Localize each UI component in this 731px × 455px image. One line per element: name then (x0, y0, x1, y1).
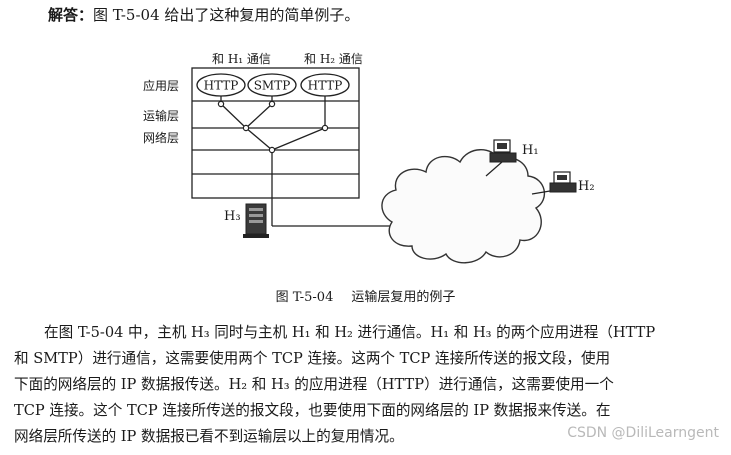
answer-label: 解答： (48, 6, 94, 24)
figure-number: 图 T-5-04 (275, 290, 334, 305)
network-cloud (381, 149, 546, 264)
body-paragraph: 在图 T-5-04 中，主机 H₃ 同时与主机 H₁ 和 H₂ 进行通信。H₁ … (14, 320, 714, 450)
figure-caption: 图 T-5-04 运输层复用的例子 (0, 286, 731, 305)
app-process-smtp: SMTP (247, 73, 297, 97)
process-label-smtp: SMTP (254, 79, 291, 93)
multiplexing-nodes (217, 100, 329, 154)
answer-intro-text: 图 T-5-04 给出了这种复用的简单例子。 (93, 6, 360, 24)
label-communicate-h2: 和 H₂ 通信 (304, 52, 363, 66)
paragraph-line: TCP 连接。这个 TCP 连接所传送的报文段，也要使用下面的网络层的 IP 数… (14, 402, 611, 419)
source-watermark: CSDN @DiliLearngent (567, 425, 719, 441)
host-h2-label: H₂ (578, 179, 595, 194)
paragraph-line: 下面的网络层的 IP 数据报传送。H₂ 和 H₃ 的应用进程（HTTP）进行通信… (14, 376, 614, 393)
figure-title: 运输层复用的例子 (351, 290, 456, 305)
app-process-http-1: HTTP (196, 73, 246, 97)
label-communicate-h1: 和 H₁ 通信 (212, 52, 271, 66)
answer-heading: 解答：图 T-5-04 给出了这种复用的简单例子。 (48, 4, 359, 25)
host-h3-label: H₃ (224, 209, 241, 224)
paragraph-line: 在图 T-5-04 中，主机 H₃ 同时与主机 H₁ 和 H₂ 进行通信。H₁ … (44, 324, 656, 341)
host-h1-label: H₁ (522, 143, 539, 158)
layer-label-application: 应用层 (143, 78, 179, 93)
host-h1-computer (485, 139, 517, 177)
multiplexing-tree (220, 96, 392, 227)
host-h3-server (243, 203, 269, 238)
app-process-http-2: HTTP (300, 73, 350, 97)
paragraph-line: 和 SMTP）进行通信，这需要使用两个 TCP 连接。这两个 TCP 连接所传送… (14, 350, 611, 367)
process-label-http-2: HTTP (308, 79, 343, 93)
host-h2-computer (531, 171, 577, 195)
paragraph-line: 网络层所传送的 IP 数据报已看不到运输层以上的复用情况。 (14, 428, 404, 445)
protocol-stack-box (191, 67, 360, 199)
process-label-http-1: HTTP (204, 79, 239, 93)
layer-label-transport: 运输层 (143, 108, 179, 123)
multiplexing-diagram: 和 H₁ 通信 和 H₂ 通信 应用层 运输层 网络层 HTTP SMTP HT… (143, 52, 595, 264)
layer-label-network: 网络层 (143, 130, 179, 145)
